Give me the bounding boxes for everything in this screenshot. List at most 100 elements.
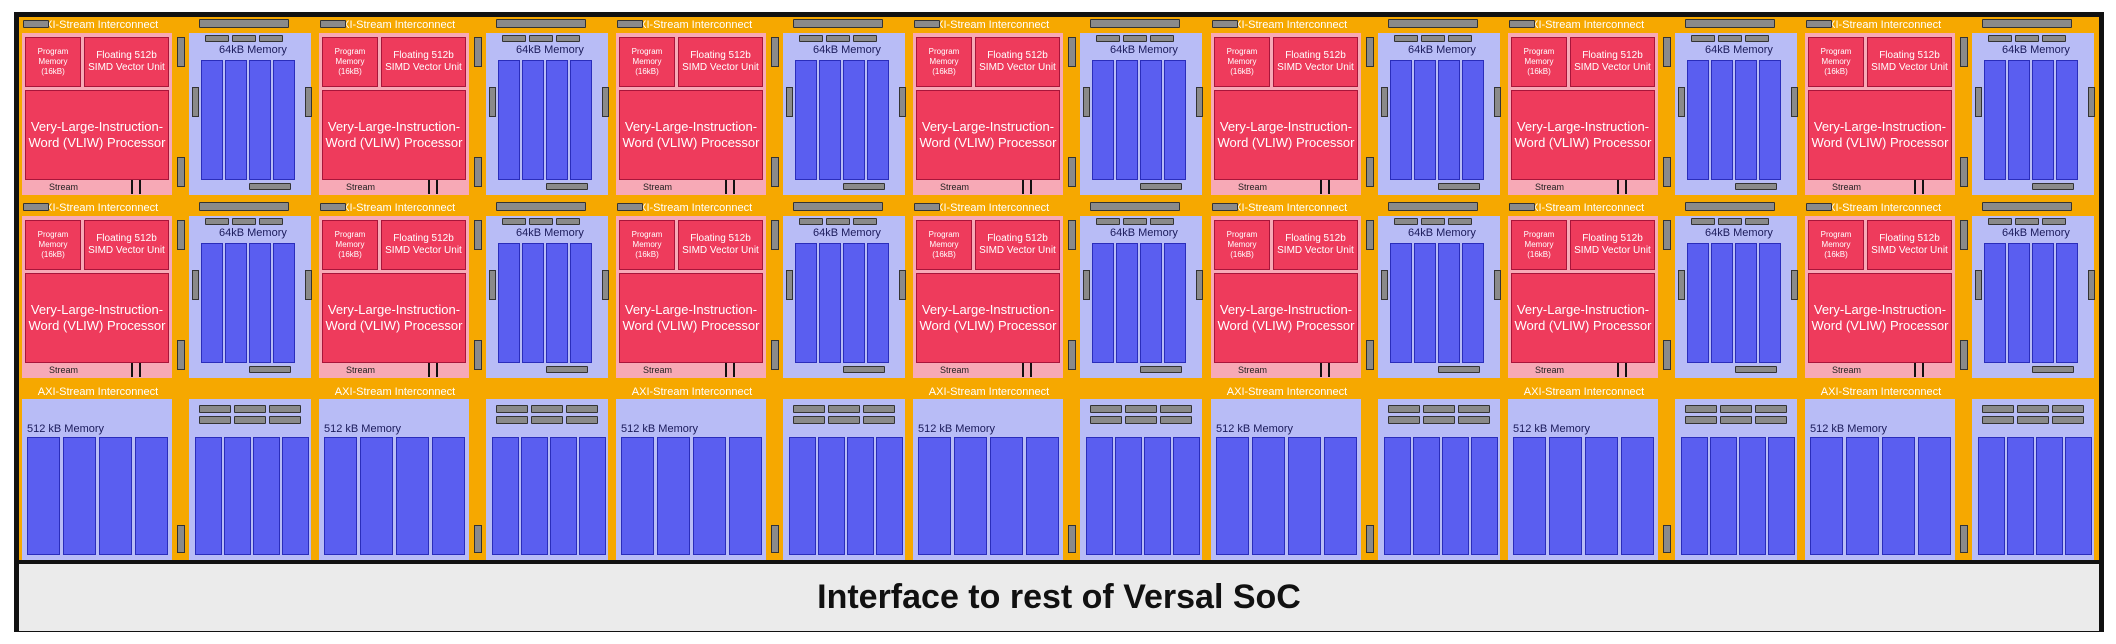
stream-arrow <box>428 180 430 194</box>
memory-bank <box>225 243 247 363</box>
interconnect-label: AXI-Stream Interconnect <box>37 19 159 31</box>
stream-arrow <box>131 180 133 194</box>
dma-tag <box>531 405 563 413</box>
dma-tag <box>853 218 877 225</box>
dma-tag <box>1394 35 1418 42</box>
interconnect-label: AXI-Stream Interconnect <box>1523 386 1645 398</box>
memory-bank <box>201 243 223 363</box>
dma-tag <box>259 218 283 225</box>
switch-tag <box>1678 270 1685 300</box>
memory-bank <box>1026 437 1059 555</box>
memory-bank <box>990 437 1023 555</box>
switch-tag <box>177 525 185 553</box>
dma-tag <box>863 416 895 424</box>
memory-bank <box>1978 437 2005 555</box>
dma-tag <box>1125 405 1157 413</box>
memory-bank <box>224 437 251 555</box>
stream-arrow <box>131 363 133 377</box>
stream-arrow <box>1617 363 1619 377</box>
dma-tag <box>1160 405 1192 413</box>
memory-bank <box>63 437 96 555</box>
stream-arrow <box>139 180 141 194</box>
lock-tag <box>249 366 291 373</box>
lock-tag <box>843 183 885 190</box>
switch-tag <box>1068 157 1076 187</box>
vliw-processor: Very-Large-Instruction-Word (VLIW) Proce… <box>619 273 763 363</box>
switch-tag <box>1806 203 1832 211</box>
memory-bank <box>1442 437 1469 555</box>
dma-tag <box>1090 416 1122 424</box>
memory-bank <box>1471 437 1498 555</box>
program-memory: Program Memory (16kB) <box>1808 220 1864 270</box>
tile-memory-label: 64kB Memory <box>1408 227 1476 239</box>
switch-tag <box>602 270 609 300</box>
lock-tag <box>1140 183 1182 190</box>
vliw-processor: Very-Large-Instruction-Word (VLIW) Proce… <box>1511 273 1655 363</box>
switch-tag <box>1494 270 1501 300</box>
memory-bank <box>99 437 132 555</box>
dma-tag <box>529 35 553 42</box>
stream-arrow <box>1320 363 1322 377</box>
soc-interface-bar: Interface to rest of Versal SoC <box>19 560 2099 631</box>
program-memory: Program Memory (16kB) <box>1511 220 1567 270</box>
vliw-processor: Very-Large-Instruction-Word (VLIW) Proce… <box>1808 273 1952 363</box>
memory-bank <box>843 243 865 363</box>
tile-memory-label: 64kB Memory <box>219 227 287 239</box>
dma-tag <box>199 405 231 413</box>
dma-tag <box>1458 416 1490 424</box>
memory-bank <box>819 60 841 180</box>
memory-bank <box>1513 437 1546 555</box>
memory-bank <box>1711 60 1733 180</box>
switch-tag <box>1196 87 1203 117</box>
memory-bank <box>621 437 654 555</box>
switch-tag <box>786 270 793 300</box>
memory-bank <box>1687 60 1709 180</box>
memory-bank <box>847 437 874 555</box>
memory-bank <box>2007 437 2034 555</box>
memory-bank <box>1710 437 1737 555</box>
dma-tag <box>1718 218 1742 225</box>
tile-memory-label: 64kB Memory <box>813 227 881 239</box>
dma-tag <box>1388 416 1420 424</box>
tile-memory-label: 64kB Memory <box>219 44 287 56</box>
switch-tag <box>1381 270 1388 300</box>
dma-tag <box>1150 218 1174 225</box>
dma-tag <box>1421 35 1445 42</box>
vector-unit: Floating 512b SIMD Vector Unit <box>975 37 1060 87</box>
memory-bank <box>522 243 544 363</box>
switch-tag <box>771 525 779 553</box>
dma-tag <box>502 35 526 42</box>
memory-bank <box>1324 437 1357 555</box>
dma-tag <box>1423 405 1455 413</box>
vliw-processor: Very-Large-Instruction-Word (VLIW) Proce… <box>916 273 1060 363</box>
memory-bank <box>396 437 429 555</box>
dma-tag <box>259 35 283 42</box>
lock-tag <box>843 366 885 373</box>
program-memory: Program Memory (16kB) <box>619 220 675 270</box>
interconnect-label: AXI-Stream Interconnect <box>334 19 456 31</box>
switch-tag <box>1212 203 1238 211</box>
memory-bank <box>1140 243 1162 363</box>
switch-tag <box>617 20 643 28</box>
memory-bank <box>522 60 544 180</box>
dma-tag <box>205 218 229 225</box>
vliw-processor: Very-Large-Instruction-Word (VLIW) Proce… <box>1214 90 1358 180</box>
stream-label: Stream <box>49 182 79 192</box>
interconnect-label: AXI-Stream Interconnect <box>1226 19 1348 31</box>
memory-bank <box>1739 437 1766 555</box>
stream-label: Stream <box>1535 182 1565 192</box>
memory-bank <box>1438 243 1460 363</box>
memory-bank <box>1252 437 1285 555</box>
dma-tag <box>793 416 825 424</box>
switch-tag <box>1090 202 1180 211</box>
memory-bank <box>273 60 295 180</box>
tile-memory-label: 64kB Memory <box>1110 227 1178 239</box>
switch-tag <box>192 270 199 300</box>
switch-tag <box>914 203 940 211</box>
program-memory: Program Memory (16kB) <box>916 220 972 270</box>
interconnect-label: AXI-Stream Interconnect <box>37 386 159 398</box>
dma-tag <box>2015 35 2039 42</box>
dma-tag <box>1745 218 1769 225</box>
memory-bank <box>225 60 247 180</box>
